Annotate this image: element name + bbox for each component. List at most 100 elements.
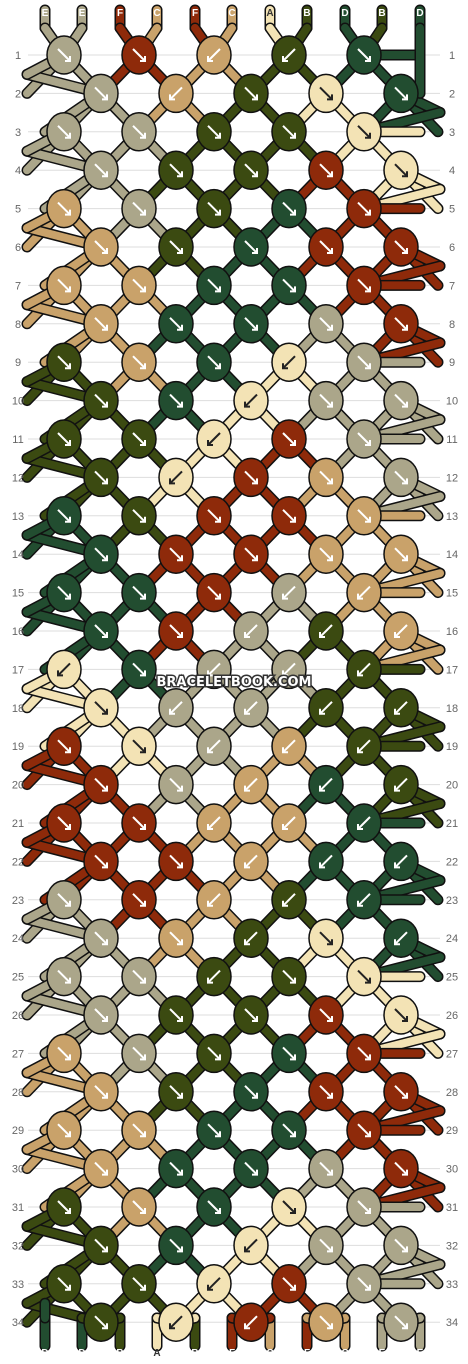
arrow-down-right-icon <box>207 278 221 293</box>
row-number-left: 19 <box>12 741 24 753</box>
watermark: BRACELETBOOK.COM <box>157 675 312 690</box>
knot <box>346 726 382 766</box>
row-number-left: 18 <box>12 703 24 715</box>
arrow-down-right-icon <box>394 86 408 101</box>
arrow-down-right-icon <box>57 355 71 370</box>
row-number-left: 24 <box>12 933 24 945</box>
knot <box>46 956 82 997</box>
arrow-down-left-icon <box>319 854 333 869</box>
arrow-down-left-icon <box>319 624 333 638</box>
arrow-down-left-icon <box>57 662 71 677</box>
arrow-down-right-icon <box>282 969 296 984</box>
row-number-left: 11 <box>12 434 23 446</box>
knot <box>83 534 119 574</box>
knot <box>308 457 344 498</box>
row-number-left: 31 <box>12 1202 24 1214</box>
row-number-left: 27 <box>12 1048 24 1060</box>
row-number-right: 9 <box>449 357 455 369</box>
arrow-down-right-icon <box>319 1008 333 1022</box>
knot <box>346 496 382 536</box>
knot <box>383 304 419 344</box>
arrow-down-right-icon <box>132 355 146 370</box>
row-number-left: 10 <box>12 396 24 408</box>
arrow-down-right-icon <box>132 969 146 984</box>
row-number-right: 18 <box>446 703 458 715</box>
knot <box>346 265 382 306</box>
knot <box>346 342 382 382</box>
knot <box>346 419 382 459</box>
row-number-left: 22 <box>12 856 24 868</box>
knot <box>46 419 82 459</box>
arrow-down-left-icon <box>394 624 408 638</box>
knot <box>271 188 307 229</box>
knot-grid <box>46 35 419 1342</box>
arrow-down-left-icon <box>207 816 221 830</box>
knot <box>196 880 232 920</box>
top-strand-letter: C <box>228 8 235 19</box>
arrow-down-left-icon <box>207 1277 221 1291</box>
arrow-down-right-icon <box>319 317 333 331</box>
knot <box>346 880 382 920</box>
arrow-down-left-icon <box>244 1238 258 1253</box>
row-number-left: 8 <box>15 319 21 331</box>
arrow-down-left-icon <box>169 701 183 715</box>
arrow-down-left-icon <box>244 777 258 792</box>
knot <box>196 1187 232 1227</box>
arrow-down-right-icon <box>244 317 258 331</box>
knot <box>121 726 157 766</box>
arrow-down-right-icon <box>394 1085 408 1099</box>
knot <box>383 150 419 190</box>
arrow-down-right-icon <box>319 931 333 946</box>
arrow-down-right-icon <box>394 317 408 331</box>
arrow-down-right-icon <box>132 48 146 62</box>
knot <box>383 380 419 421</box>
knot <box>121 496 157 536</box>
knot <box>196 726 232 766</box>
top-strand-letter: B <box>303 8 310 19</box>
arrow-down-right-icon <box>394 1008 408 1022</box>
arrow-down-right-icon <box>57 1200 71 1214</box>
arrow-down-right-icon <box>282 432 296 446</box>
arrow-down-right-icon <box>319 1238 333 1253</box>
arrow-down-right-icon <box>319 1161 333 1176</box>
knot <box>83 73 119 114</box>
row-number-right: 24 <box>446 933 458 945</box>
arrow-down-left-icon <box>207 662 221 677</box>
knot <box>346 956 382 997</box>
arrow-down-right-icon <box>169 1161 183 1176</box>
arrow-down-right-icon <box>94 1315 108 1330</box>
arrow-down-left-icon <box>282 816 296 830</box>
arrow-down-right-icon <box>169 547 183 562</box>
knot <box>308 1225 344 1266</box>
arrow-down-right-icon <box>94 470 108 485</box>
knot <box>271 880 307 920</box>
knot <box>121 265 157 306</box>
knot <box>46 1033 82 1074</box>
knot <box>308 611 344 651</box>
row-number-right: 29 <box>446 1125 458 1137</box>
row-number-right: 4 <box>449 165 455 177</box>
knot <box>233 1302 269 1342</box>
knot <box>196 1033 232 1074</box>
arrow-down-right-icon <box>94 777 108 792</box>
arrow-down-right-icon <box>169 1008 183 1022</box>
arrow-down-right-icon <box>132 201 146 216</box>
arrow-down-right-icon <box>244 240 258 254</box>
bottom-strand-letter: F <box>304 1348 310 1359</box>
arrow-down-right-icon <box>394 1238 408 1253</box>
arrow-down-right-icon <box>169 240 183 254</box>
knot <box>158 918 194 958</box>
row-number-left: 28 <box>12 1087 24 1099</box>
bottom-strand-letter: E <box>379 1348 386 1359</box>
bottom-strand-letter: D <box>78 1348 85 1359</box>
arrow-down-left-icon <box>169 1315 183 1330</box>
knot <box>196 342 232 382</box>
arrow-down-right-icon <box>282 1277 296 1291</box>
knot <box>196 572 232 613</box>
arrow-down-right-icon <box>282 278 296 293</box>
knot <box>308 73 344 114</box>
arrow-down-left-icon <box>244 624 258 638</box>
arrow-down-right-icon <box>57 585 71 600</box>
arrow-down-right-icon <box>57 48 71 62</box>
